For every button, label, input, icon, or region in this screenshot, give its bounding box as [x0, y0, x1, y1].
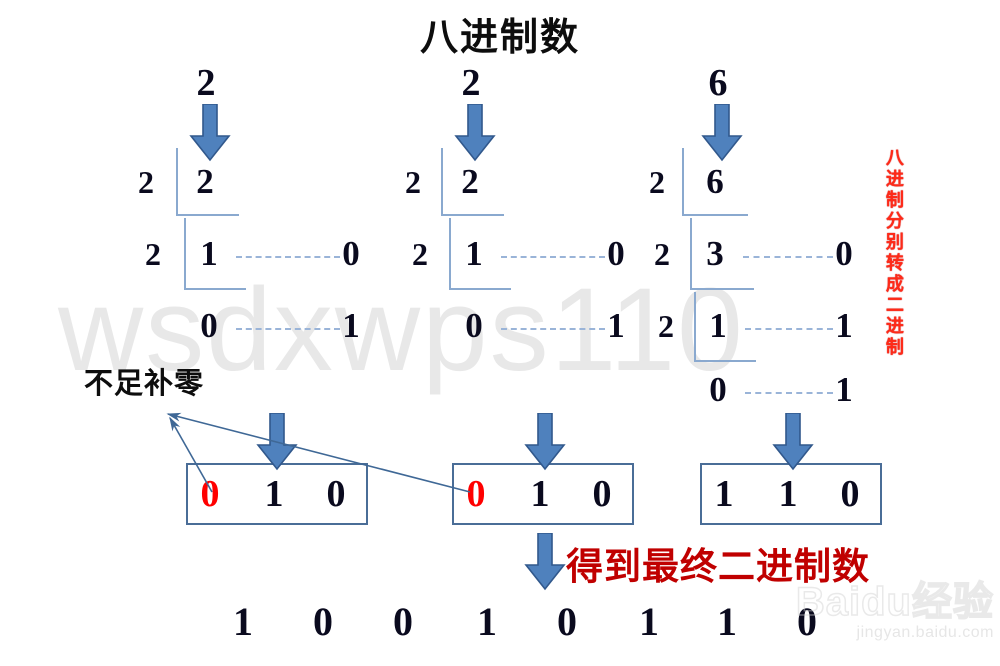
col2-row3-dash [501, 328, 605, 330]
col1-row3-quotient: 0 [200, 306, 218, 345]
page-watermark: wsdxwps110 [58, 264, 745, 396]
final-digit-4: 0 [557, 599, 577, 644]
col3-row2-quotient: 3 [706, 234, 724, 273]
pad-zero-note: 不足补零 [84, 368, 205, 400]
col1-row2-dash [236, 256, 340, 258]
col3-bracket-3-v [694, 292, 696, 362]
col3-bracket-3-h [694, 360, 756, 362]
col3-row3-dash [745, 328, 833, 330]
col3-row1-divisor: 2 [649, 164, 665, 200]
side-note-octal-to-binary: 八进制分别转成二进制 [883, 148, 904, 358]
col2-row2-remainder: 0 [607, 234, 625, 273]
col2-box-arrow [524, 412, 566, 476]
col1-row2-remainder: 0 [342, 234, 360, 273]
col3-down-arrow [701, 103, 743, 167]
col2-result-digit-1: 1 [530, 473, 550, 515]
final-digit-6: 1 [717, 599, 737, 644]
col1-row2-quotient: 1 [200, 234, 218, 273]
page-title: 八进制数 [419, 17, 580, 59]
col3-source-digit: 6 [708, 62, 728, 104]
col3-bracket-2-h [690, 288, 754, 290]
col3-row2-divisor: 2 [654, 236, 670, 272]
col2-row3-remainder: 1 [607, 306, 625, 345]
col1-row3-dash [236, 328, 340, 330]
col1-source-digit: 2 [196, 62, 216, 104]
col2-bracket-1-h [441, 214, 504, 216]
col3-bracket-1-v [682, 148, 684, 216]
col3-result-digit-0: 1 [714, 473, 734, 515]
final-down-arrow [524, 532, 566, 596]
col2-down-arrow [454, 103, 496, 167]
final-digit-3: 1 [477, 599, 497, 644]
col1-result-digit-1: 1 [264, 473, 284, 515]
col3-row4-dash [745, 392, 833, 394]
col1-row3-remainder: 1 [342, 306, 360, 345]
col3-bracket-1-h [682, 214, 748, 216]
col1-bracket-2-h [184, 288, 246, 290]
col1-row1-divisor: 2 [138, 164, 154, 200]
col2-row2-quotient: 1 [465, 234, 483, 273]
final-digit-0: 1 [233, 599, 253, 644]
col2-row2-dash [501, 256, 605, 258]
col1-bracket-1-v [176, 148, 178, 216]
col1-bracket-1-h [176, 214, 239, 216]
col2-result-digit-0: 0 [466, 473, 486, 515]
col3-bracket-2-v [690, 218, 692, 290]
final-binary-note: 得到最终二进制数 [566, 547, 870, 588]
col2-bracket-2-h [449, 288, 511, 290]
col2-result-digit-2: 0 [592, 473, 612, 515]
col3-box-arrow [772, 412, 814, 476]
final-digit-5: 1 [639, 599, 659, 644]
final-digit-2: 0 [393, 599, 413, 644]
col2-result-box: 0 1 0 [452, 463, 634, 525]
col3-row3-quotient: 1 [709, 306, 727, 345]
col3-row4-quotient: 0 [709, 370, 727, 409]
final-binary-row: 1 0 0 1 0 1 1 0 [0, 598, 1000, 654]
col2-row1-divisor: 2 [405, 164, 421, 200]
col3-result-digit-2: 0 [840, 473, 860, 515]
col2-source-digit: 2 [461, 62, 481, 104]
col1-result-digit-0: 0 [200, 473, 220, 515]
col2-bracket-2-v [449, 218, 451, 290]
col3-row3-divisor: 2 [658, 308, 674, 344]
col2-row3-quotient: 0 [465, 306, 483, 345]
col3-row4-remainder: 1 [835, 370, 853, 409]
final-digit-1: 0 [313, 599, 333, 644]
col3-row3-remainder: 1 [835, 306, 853, 345]
col3-result-digit-1: 1 [778, 473, 798, 515]
col2-row1-quotient: 2 [461, 162, 479, 201]
col3-row2-remainder: 0 [835, 234, 853, 273]
final-digit-7: 0 [797, 599, 817, 644]
col1-bracket-2-v [184, 218, 186, 290]
col1-box-arrow [256, 412, 298, 476]
col1-result-digit-2: 0 [326, 473, 346, 515]
col3-row2-dash [743, 256, 833, 258]
col1-row1-quotient: 2 [196, 162, 214, 201]
col1-row2-divisor: 2 [145, 236, 161, 272]
col2-bracket-1-v [441, 148, 443, 216]
col2-row2-divisor: 2 [412, 236, 428, 272]
col3-row1-quotient: 6 [706, 162, 724, 201]
col1-down-arrow [189, 103, 231, 167]
